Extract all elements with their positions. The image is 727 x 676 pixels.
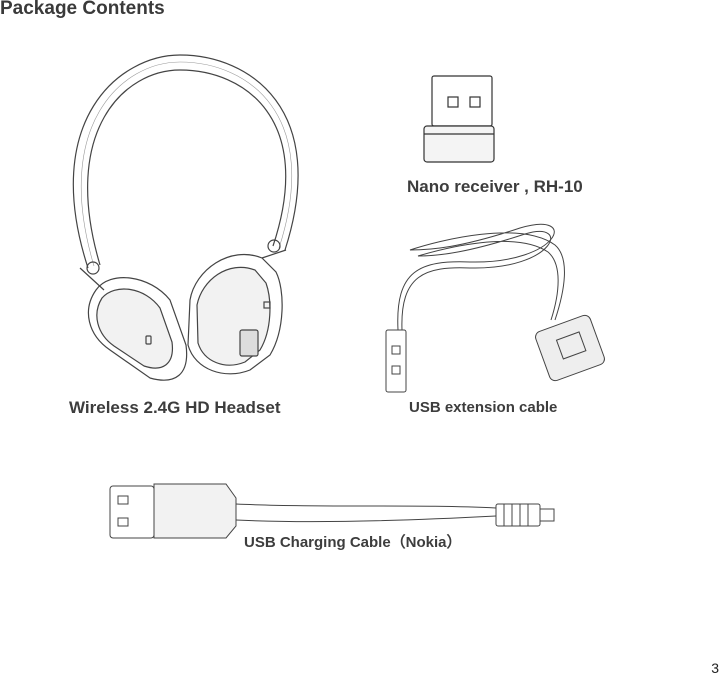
page-number: 3 [711, 660, 719, 676]
page-title: Package Contents [0, 0, 165, 19]
usb-charging-cable-label: USB Charging Cable（Nokia） [244, 534, 462, 551]
nano-receiver-label: Nano receiver , RH-10 [407, 177, 583, 196]
headset-label: Wireless 2.4G HD Headset [69, 398, 281, 417]
usb-extension-cable-label: USB extension cable [409, 399, 558, 416]
